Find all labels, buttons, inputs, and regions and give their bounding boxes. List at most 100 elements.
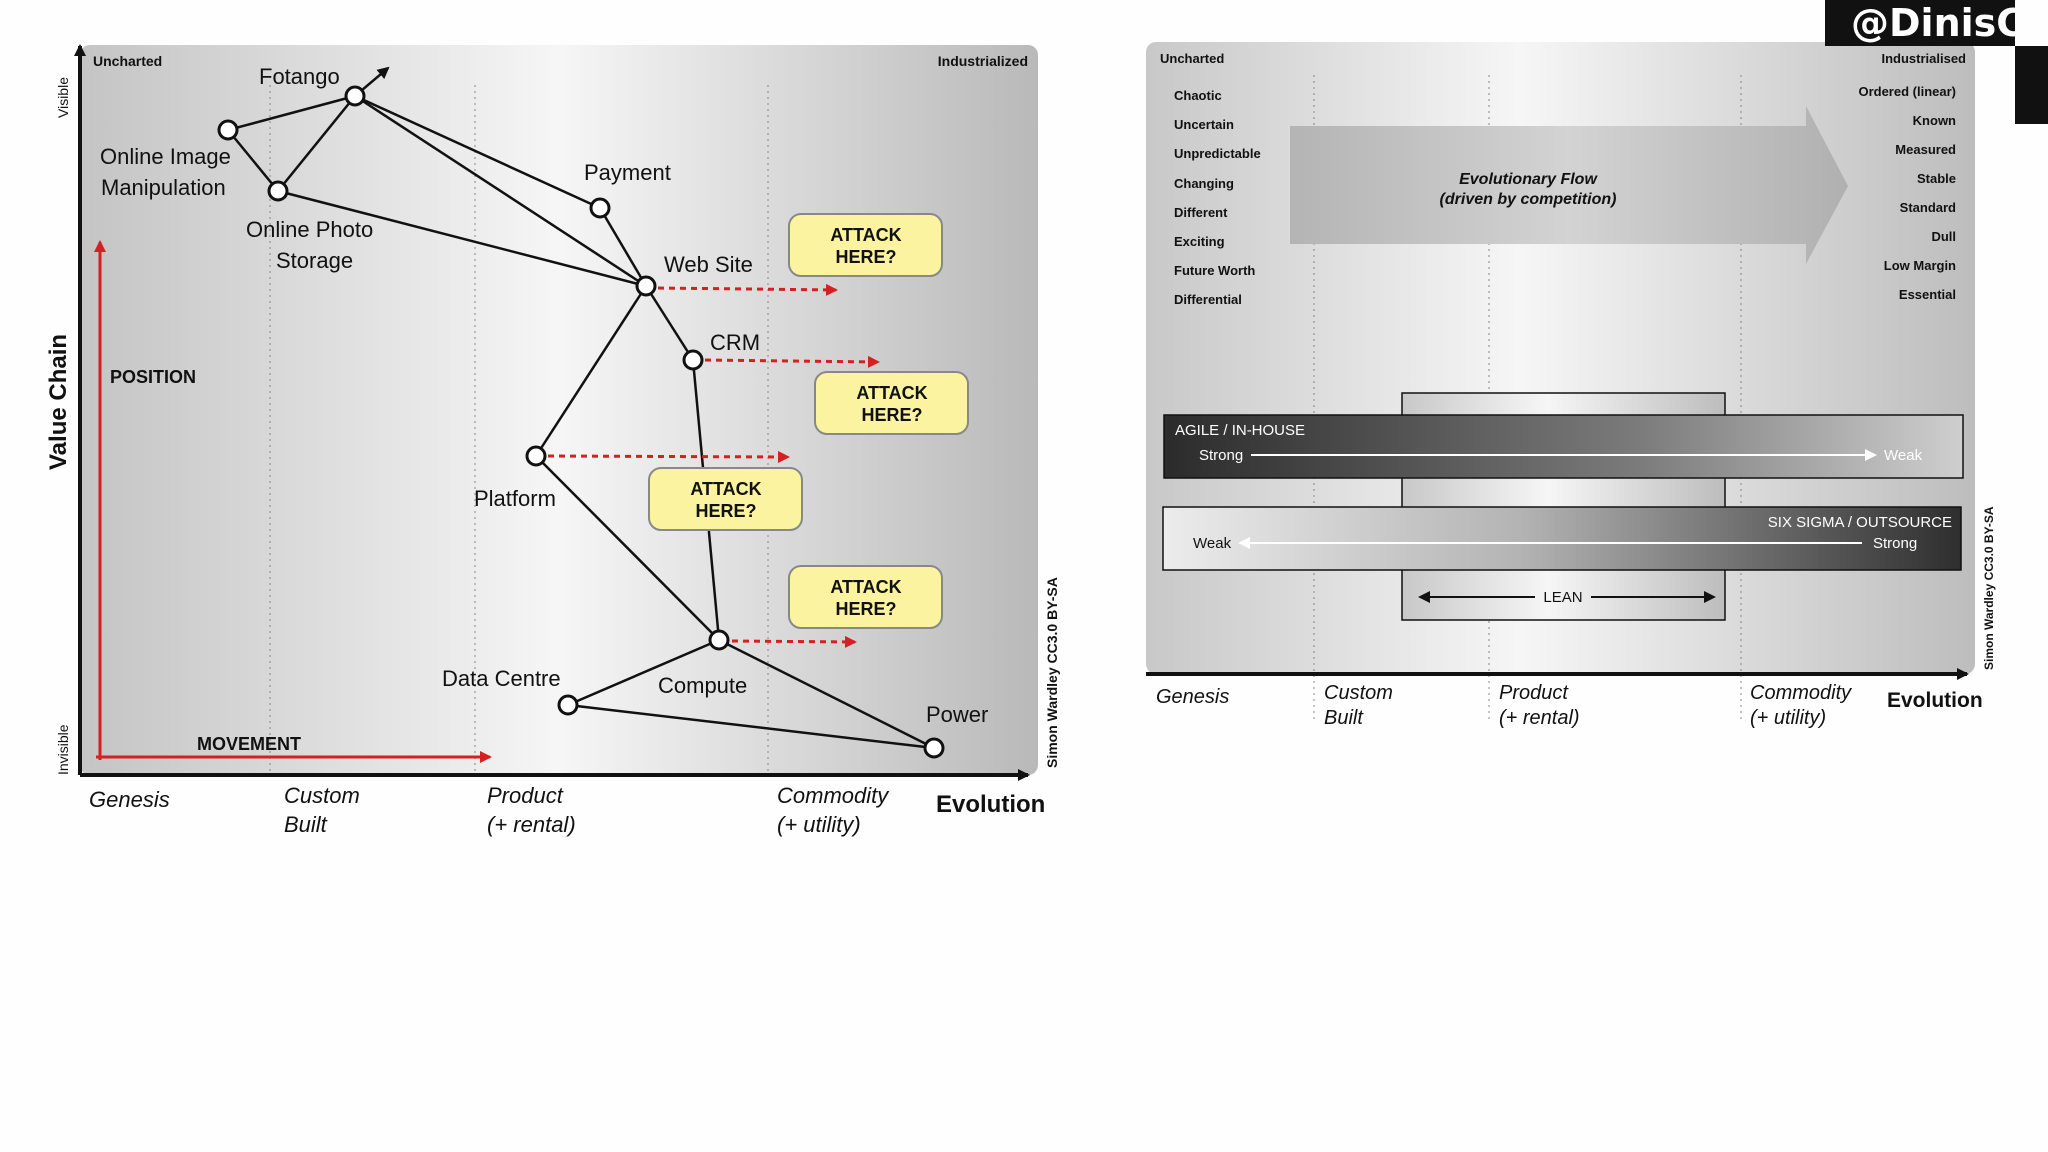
- stage-commodity-1: Commodity: [1750, 682, 1852, 704]
- term-low-margin: Low Margin: [1884, 258, 1956, 273]
- corner-label-uncharted: Uncharted: [1160, 51, 1224, 66]
- link-platform-compute: [535, 455, 720, 641]
- stage-commodity-2: (+ utility): [777, 812, 861, 837]
- link-website-crm: [644, 285, 695, 361]
- six-sigma-weak-label: Weak: [1193, 535, 1232, 552]
- stage-custom-2: Built: [1324, 707, 1364, 729]
- label-photo-storage-2: Storage: [276, 248, 353, 273]
- label-power: Power: [926, 702, 988, 727]
- agile-title: AGILE / IN-HOUSE: [1175, 422, 1305, 439]
- agile-bar: [1163, 414, 1964, 479]
- term-ordered: Ordered (linear): [1858, 84, 1956, 99]
- twitter-handle: @DinisCruz: [1851, 1, 2015, 45]
- term-differential: Differential: [1174, 292, 1242, 307]
- component-nodes: [217, 85, 945, 759]
- left-wardley-map: Uncharted Industrialized Visible Invisib…: [45, 44, 1060, 837]
- axis-label-invisible: Invisible: [55, 724, 71, 775]
- agile-weak-label: Weak: [1884, 447, 1923, 464]
- node-web-site[interactable]: [635, 275, 657, 297]
- credit-label: Simon Wardley CC3.0 BY-SA: [1982, 506, 1996, 670]
- label-fotango: Fotango: [259, 64, 340, 89]
- node-online-image-manipulation[interactable]: [217, 119, 239, 141]
- attack-box-1: ATTACK HERE?: [788, 213, 943, 277]
- term-essential: Essential: [1899, 287, 1956, 302]
- right-evolution-map: Uncharted Industrialised Chaotic Uncerta…: [1146, 42, 1996, 729]
- six-sigma-strong-label: Strong: [1873, 535, 1917, 552]
- node-online-photo-storage[interactable]: [267, 180, 289, 202]
- label-crm: CRM: [710, 330, 760, 355]
- link-compute-power: [718, 638, 935, 750]
- stage-commodity-2: (+ utility): [1750, 707, 1826, 729]
- term-different: Different: [1174, 205, 1228, 220]
- stage-custom-1: Custom: [284, 783, 360, 808]
- corner-label-uncharted: Uncharted: [93, 53, 162, 69]
- flow-label-line2: (driven by competition): [1440, 191, 1617, 208]
- label-compute: Compute: [658, 673, 747, 698]
- term-stable: Stable: [1917, 171, 1956, 186]
- term-dull: Dull: [1931, 229, 1956, 244]
- link-fotango-website: [354, 94, 647, 288]
- label-photo-storage-1: Online Photo: [246, 217, 373, 242]
- credit-label: Simon Wardley CC3.0 BY-SA: [1044, 577, 1060, 768]
- term-future-worth: Future Worth: [1174, 263, 1255, 278]
- node-crm[interactable]: [682, 349, 704, 371]
- axis-label-visible: Visible: [55, 77, 71, 118]
- six-sigma-title: SIX SIGMA / OUTSOURCE: [1768, 514, 1952, 531]
- component-labels: Fotango Online Image Manipulation Online…: [100, 64, 988, 727]
- label-platform: Platform: [474, 486, 556, 511]
- attack-text-line2: HERE?: [695, 501, 756, 521]
- attack-box-3: ATTACK HERE?: [648, 467, 803, 531]
- left-characteristics: Chaotic Uncertain Unpredictable Changing…: [1174, 88, 1261, 307]
- node-payment[interactable]: [589, 197, 611, 219]
- attack-arrow-compute: [731, 635, 857, 648]
- stage-custom-2: Built: [284, 812, 328, 837]
- stage-genesis: Genesis: [89, 787, 170, 812]
- term-measured: Measured: [1895, 142, 1956, 157]
- evolution-axis-title: Evolution: [936, 791, 1045, 818]
- attack-box-2: ATTACK HERE?: [814, 371, 969, 435]
- stage-genesis: Genesis: [1156, 686, 1229, 708]
- flow-label-line1: Evolutionary Flow: [1459, 171, 1598, 188]
- attack-arrow-website: [657, 283, 838, 296]
- term-unpredictable: Unpredictable: [1174, 146, 1261, 161]
- axis-title-value-chain: Value Chain: [45, 334, 72, 470]
- label-data-centre: Data Centre: [442, 666, 561, 691]
- node-platform[interactable]: [525, 445, 547, 467]
- node-power[interactable]: [923, 737, 945, 759]
- term-chaotic: Chaotic: [1174, 88, 1222, 103]
- six-sigma-bar: [1162, 506, 1962, 571]
- link-payment-website: [598, 207, 648, 287]
- node-fotango[interactable]: [344, 85, 366, 107]
- attack-box-4: ATTACK HERE?: [788, 565, 943, 629]
- link-datacentre-power: [567, 703, 935, 750]
- handle-banner-tail: [2015, 46, 2048, 124]
- node-compute[interactable]: [708, 629, 730, 651]
- link-fotango-payment: [354, 94, 601, 210]
- corner-label-industrialized: Industrialized: [938, 53, 1028, 69]
- stage-custom-1: Custom: [1324, 682, 1393, 704]
- evolution-stage-labels: Genesis Custom Built Product (+ rental) …: [1156, 682, 1852, 729]
- stage-commodity-1: Commodity: [777, 783, 890, 808]
- attack-text-line1: ATTACK: [830, 225, 901, 245]
- stage-product-1: Product: [1499, 682, 1569, 704]
- term-standard: Standard: [1900, 200, 1956, 215]
- term-exciting: Exciting: [1174, 234, 1225, 249]
- evolutionary-flow-arrow: [1290, 106, 1848, 264]
- attack-text-line2: HERE?: [861, 405, 922, 425]
- stage-product-2: (+ rental): [487, 812, 576, 837]
- link-website-platform: [534, 285, 648, 457]
- label-image-manipulation-1: Online Image: [100, 144, 231, 169]
- twitter-handle-banner: @DinisCruz: [1825, 0, 2015, 46]
- attack-arrow-platform: [547, 450, 790, 463]
- agile-strong-label: Strong: [1199, 447, 1243, 464]
- attack-arrows: [547, 283, 880, 648]
- link-fotango-imagemanip: [227, 94, 356, 132]
- link-photostorage-website: [277, 189, 647, 288]
- component-links: [227, 66, 935, 750]
- attack-text-line1: ATTACK: [856, 383, 927, 403]
- node-data-centre[interactable]: [557, 694, 579, 716]
- stage-product-1: Product: [487, 783, 564, 808]
- label-payment: Payment: [584, 160, 671, 185]
- corner-label-industrialised: Industrialised: [1881, 51, 1966, 66]
